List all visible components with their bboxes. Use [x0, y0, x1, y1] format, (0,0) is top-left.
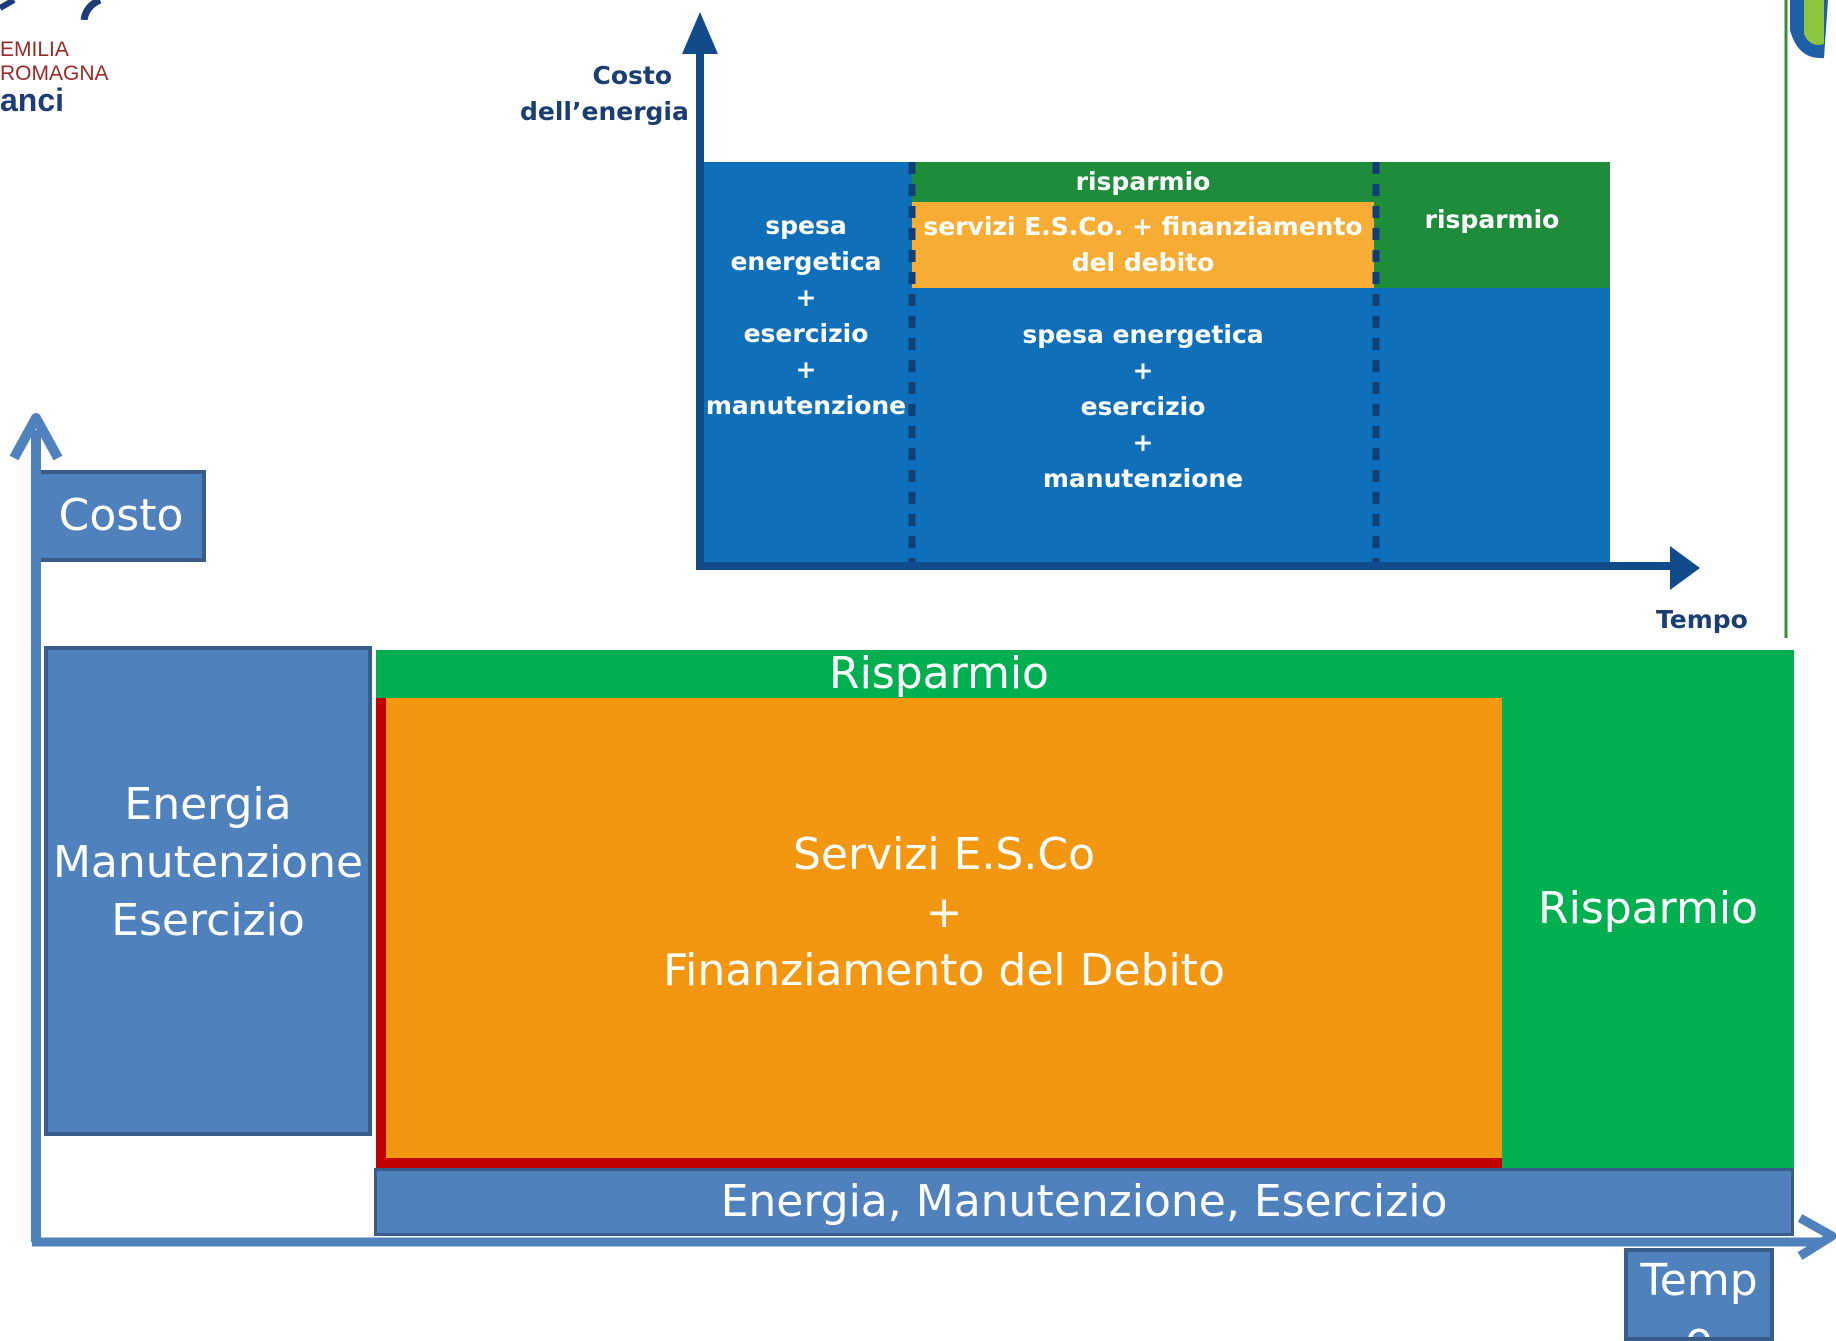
bottom-diagram: Costo Energia Manutenzione Esercizio Ris…: [0, 400, 1836, 1341]
top-during-base-line2: +: [1132, 356, 1154, 385]
top-during-services: servizi E.S.Co. + finanziamento del debi…: [912, 202, 1374, 288]
top-before-line5: +: [795, 355, 817, 384]
top-before-line4: esercizio: [743, 319, 869, 348]
bottom-base-bar: Energia, Manutenzione, Esercizio: [374, 1168, 1794, 1236]
top-x-axis-label: Tempo: [1656, 605, 1748, 634]
top-y-axis-label: Costo dell’energia: [520, 58, 689, 130]
top-before-line3: +: [795, 283, 817, 312]
logo-line-romagna: ROMAGNA: [0, 62, 109, 85]
top-before-block: spesa energetica + esercizio + manutenzi…: [700, 162, 912, 566]
top-during-services-line2: del debito: [1071, 248, 1215, 277]
top-after-savings: risparmio: [1374, 162, 1610, 288]
bottom-services-block: Servizi E.S.Co + Finanziamento del Debit…: [376, 698, 1502, 1168]
top-axes: [682, 12, 1700, 590]
top-before-line6: manutenzione: [705, 391, 907, 420]
bottom-x-axis-label-line2: o: [1685, 1313, 1713, 1341]
top-y-axis-label-line2: dell’energia: [520, 97, 689, 126]
bottom-x-axis-label-line1: Temp: [1640, 1255, 1758, 1306]
bottom-after-savings: Risparmio: [1502, 650, 1794, 1168]
bottom-before-line3: Esercizio: [111, 895, 305, 946]
bottom-axes: [9, 413, 1836, 1260]
top-during-base-line5: manutenzione: [1042, 464, 1244, 493]
top-during-services-line1: servizi E.S.Co. + finanziamento: [923, 212, 1363, 241]
bottom-savings-top-label: Risparmio: [829, 648, 1049, 699]
bottom-services-line1: Servizi E.S.Co: [792, 829, 1095, 880]
logo-brand: anci: [0, 82, 65, 118]
bottom-before-block: Energia Manutenzione Esercizio: [44, 646, 372, 1136]
logo: EMILIA ROMAGNA anci: [0, 0, 130, 120]
top-y-axis-label-line1: Costo: [592, 61, 672, 90]
top-during-base-line1: spesa energetica: [1022, 320, 1264, 349]
top-diagram: Costo dell’energia spesa energetica + es…: [520, 0, 1760, 650]
top-after-savings-label: risparmio: [1424, 205, 1560, 234]
top-during-base-line3: esercizio: [1080, 392, 1206, 421]
top-before-line2: energetica: [730, 247, 882, 276]
bottom-after-savings-label: Risparmio: [1538, 883, 1758, 934]
bottom-savings-top: Risparmio: [376, 648, 1502, 699]
bottom-before-line2: Manutenzione: [52, 837, 364, 888]
logo-line-emilia: EMILIA: [0, 38, 69, 61]
top-during-savings: risparmio: [912, 162, 1374, 202]
bottom-services-line3: Finanziamento del Debito: [663, 945, 1225, 996]
top-before-line1: spesa: [765, 211, 847, 240]
bottom-y-axis-label: Costo: [36, 470, 206, 562]
top-during-savings-label: risparmio: [1075, 167, 1211, 196]
logo-mark: [0, 0, 102, 20]
top-during-base: spesa energetica + esercizio + manutenzi…: [912, 288, 1374, 566]
bottom-x-axis-label: Temp o: [1624, 1248, 1774, 1341]
bottom-services-line2: +: [925, 887, 963, 938]
bottom-base-label: Energia, Manutenzione, Esercizio: [720, 1176, 1448, 1227]
bottom-y-axis-label-text: Costo: [58, 490, 184, 541]
top-during-base-line4: +: [1132, 428, 1154, 457]
top-after-base: [1374, 288, 1610, 566]
bottom-before-line1: Energia: [124, 779, 292, 830]
